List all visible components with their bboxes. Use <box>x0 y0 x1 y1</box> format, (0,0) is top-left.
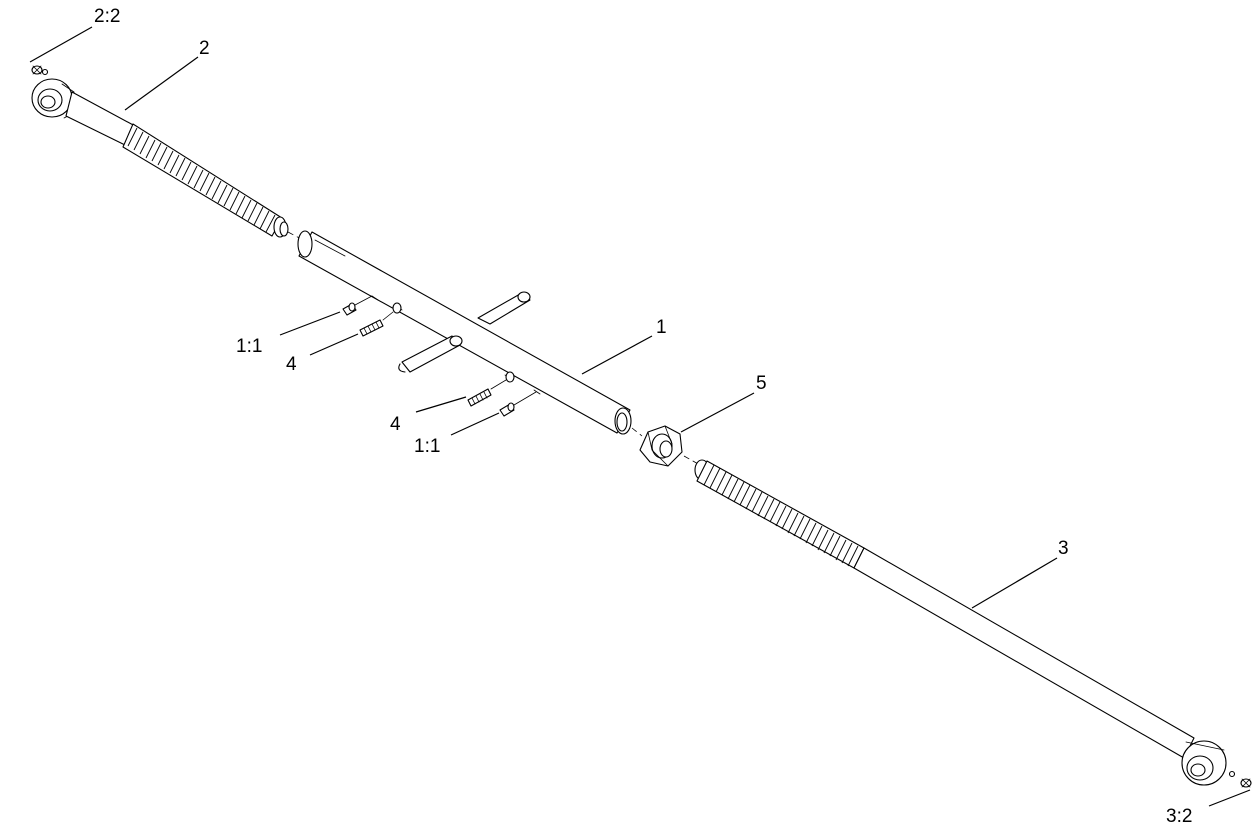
callout-1: 1 <box>656 317 667 338</box>
callout-4-lower: 4 <box>390 414 401 435</box>
grease-fitting-1-1-upper <box>342 295 373 316</box>
callout-5: 5 <box>756 373 767 394</box>
grease-fitting-1-1-lower <box>499 391 537 417</box>
callout-labels: 2:2 2 1 1:1 4 5 4 1:1 3 3:2 <box>94 6 1192 827</box>
callout-1-1-lower: 1:1 <box>414 436 440 457</box>
pin-4-upper <box>359 302 402 337</box>
callout-2: 2 <box>199 38 210 59</box>
callout-2-2: 2:2 <box>94 6 120 27</box>
leader-lines <box>29 26 1251 807</box>
thread-pattern-left <box>127 127 276 233</box>
callout-1-1-upper: 1:1 <box>236 336 262 357</box>
thread-pattern-right <box>703 464 859 567</box>
grease-fitting-3-2 <box>1228 770 1252 788</box>
part-2-rod-end-left <box>31 65 306 242</box>
part-3-rod-end-right <box>694 459 1252 788</box>
part-1-adjusting-tube <box>297 230 632 435</box>
callout-4-upper: 4 <box>286 354 297 375</box>
pin-4-lower <box>467 371 515 407</box>
callout-3-2: 3:2 <box>1166 806 1192 827</box>
grease-fitting-2-2 <box>31 65 49 76</box>
part-5-jam-nut <box>631 425 701 467</box>
callout-3: 3 <box>1058 538 1069 559</box>
